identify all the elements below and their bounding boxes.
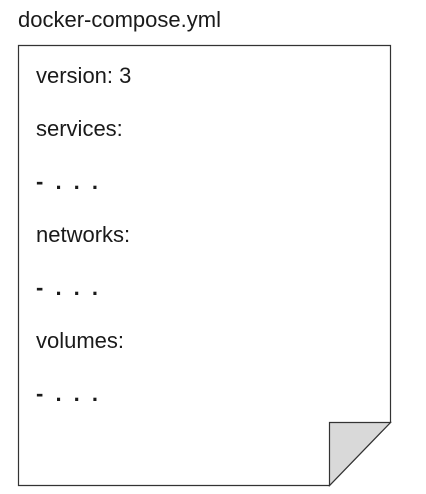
document-content: version: 3 services: - . . . networks: -… [36,63,131,434]
page-fold-corner [328,421,392,487]
doc-line-volumes: volumes: [36,328,125,353]
doc-line-version: version: 3 [36,63,132,88]
doc-line-services: services: [36,116,123,141]
doc-line-networks-items: - . . . [36,275,101,300]
doc-line-networks: networks: [36,222,131,247]
doc-line-volumes-items: - . . . [36,381,101,406]
doc-line-services-items: - . . . [36,169,101,194]
file-name-label: docker-compose.yml [18,7,221,32]
